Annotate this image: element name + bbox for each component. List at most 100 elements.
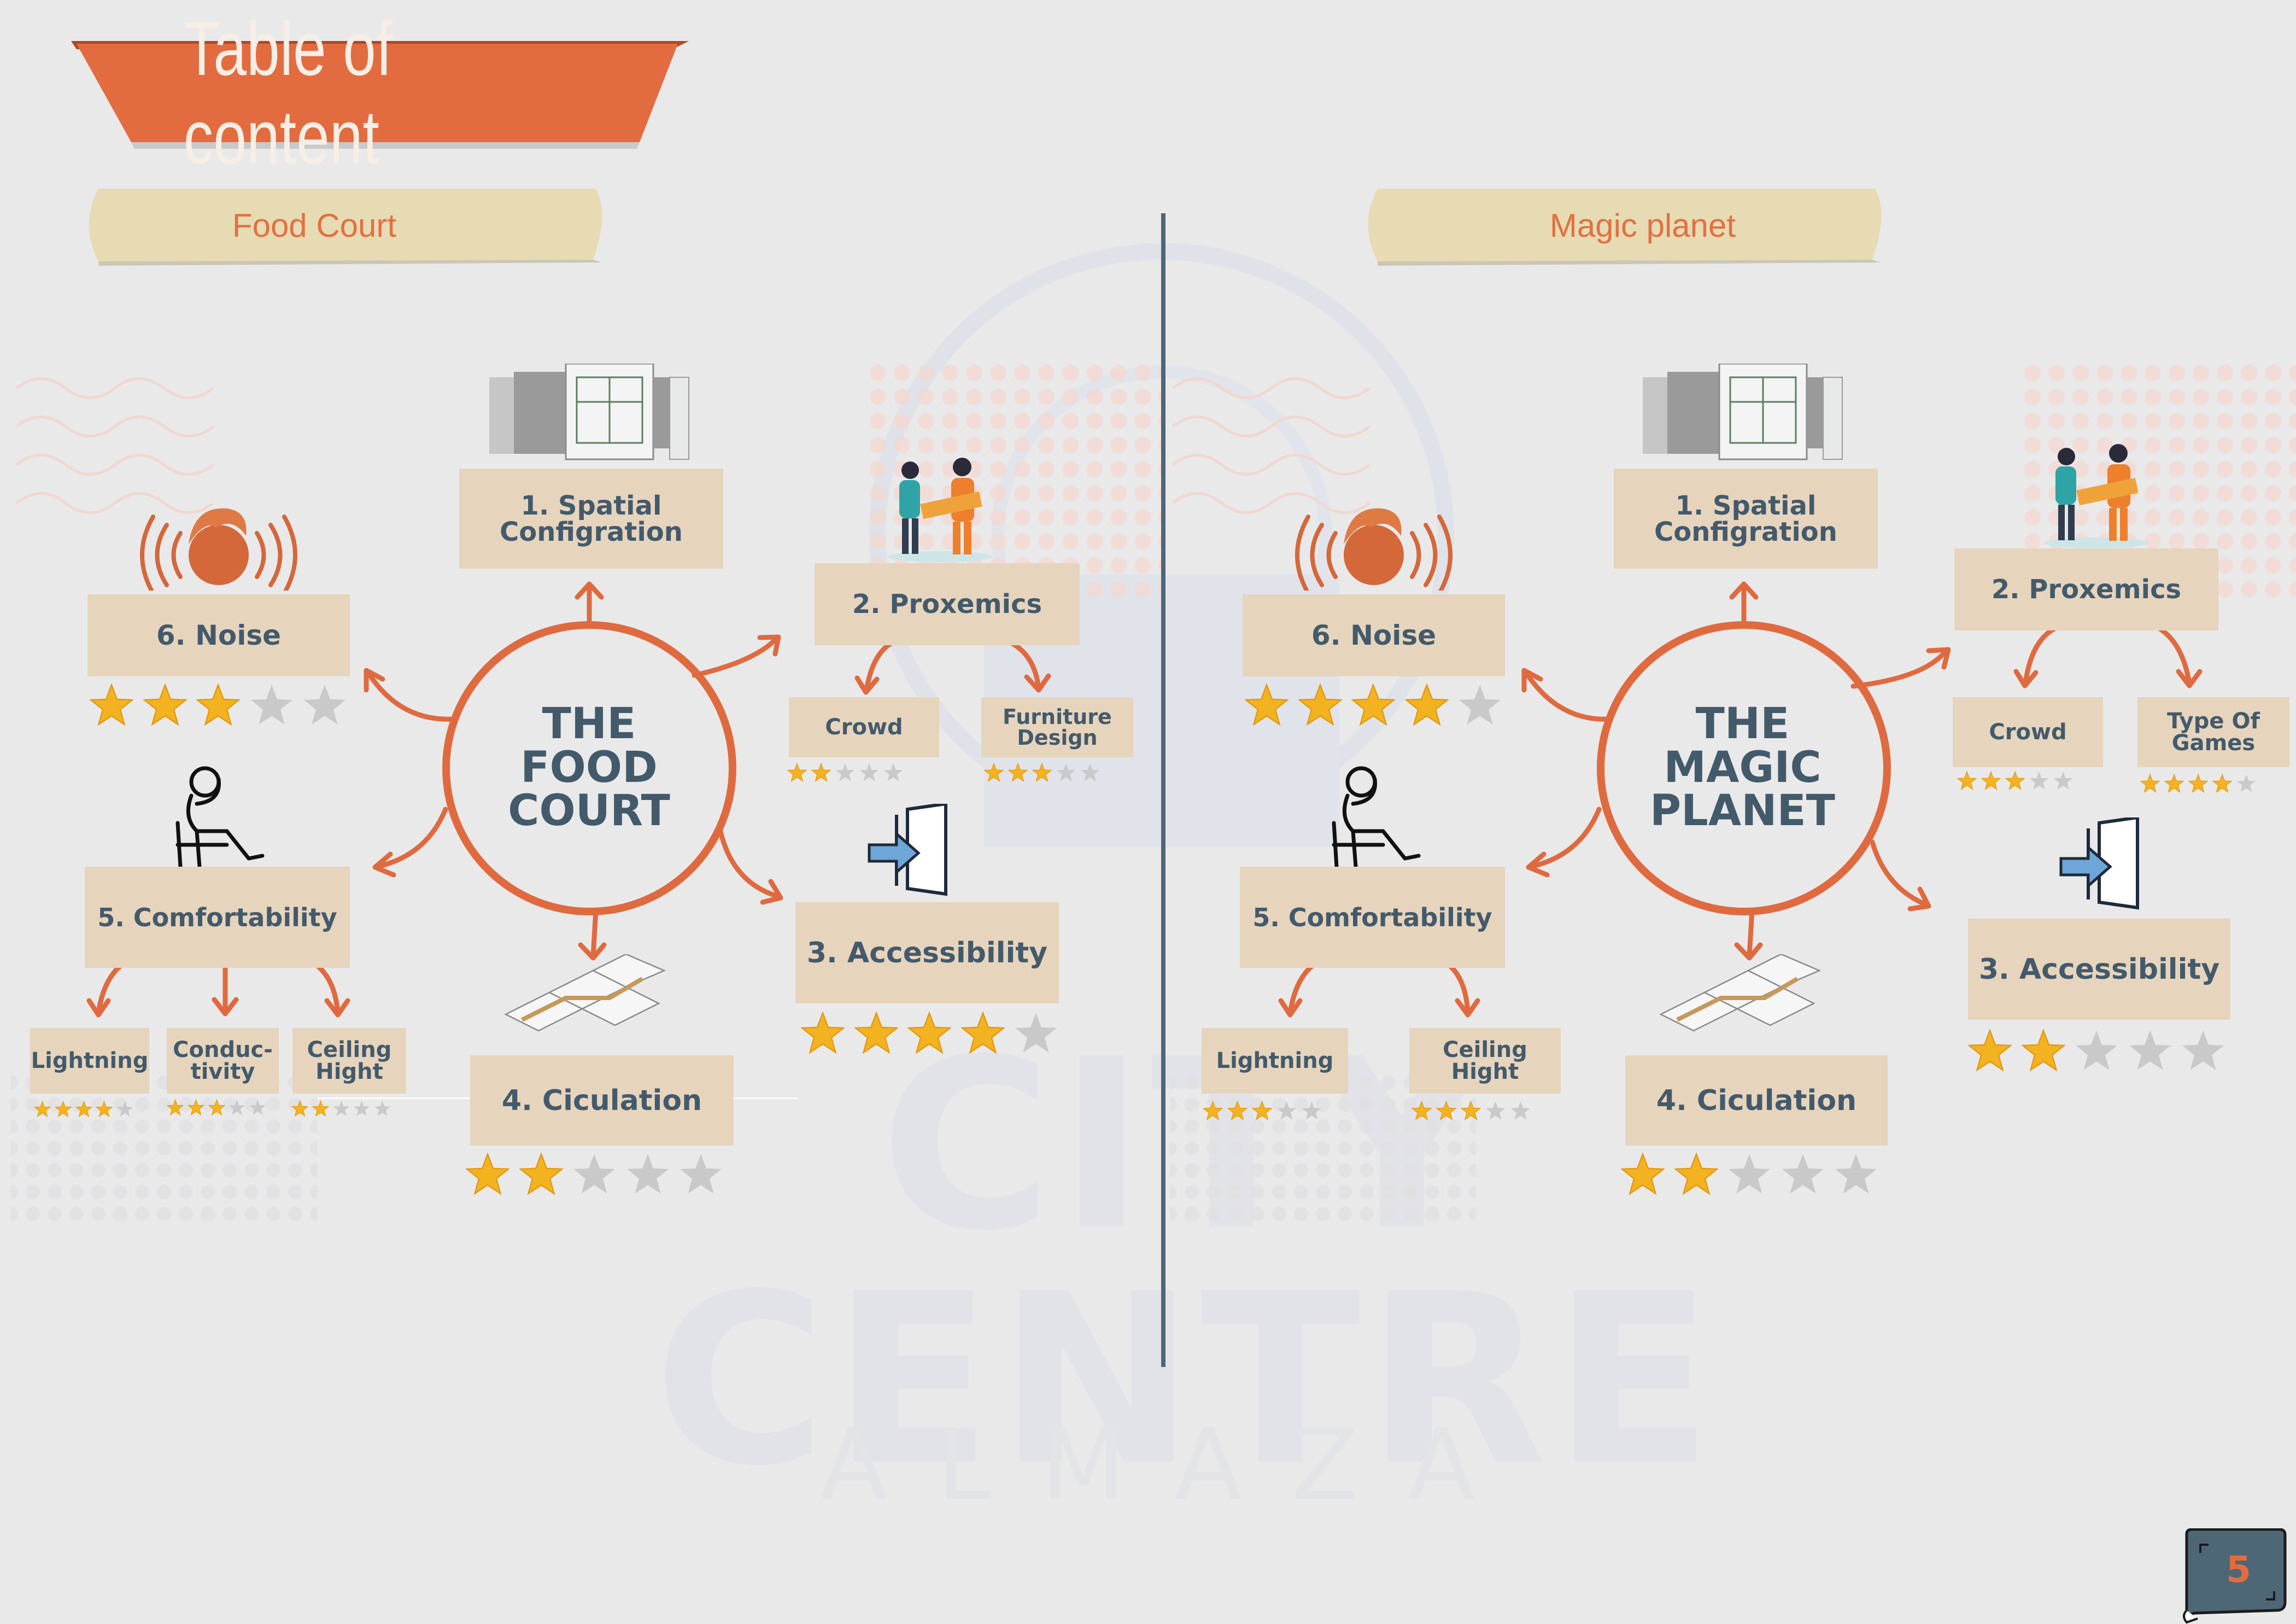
noise-rating xyxy=(90,684,356,727)
comfort-sub-conductivity: Conduc-tivity xyxy=(167,1028,279,1094)
star-empty-icon xyxy=(1459,685,1501,725)
star-filled-icon xyxy=(960,1012,1005,1054)
node-circulation: 4. Ciculation xyxy=(470,1055,734,1146)
sitting-person-icon xyxy=(1332,766,1421,869)
star-filled-icon xyxy=(907,1012,952,1054)
star-filled-icon xyxy=(1436,1101,1457,1120)
star-filled-icon xyxy=(854,1012,898,1054)
star-filled-icon xyxy=(519,1153,563,1195)
title-banner xyxy=(71,41,689,149)
star-empty-icon xyxy=(333,1100,349,1116)
star-filled-icon xyxy=(143,684,187,726)
node-accessibility: 3. Accessibility xyxy=(795,902,1059,1003)
star-empty-icon xyxy=(354,1100,370,1116)
node-proxemics: 2. Proxemics xyxy=(1954,548,2218,630)
section-label-magic-planet: Magic planet xyxy=(1549,207,1736,244)
node-comfortability: 5. Comfortability xyxy=(85,867,350,968)
star-filled-icon xyxy=(1227,1101,1248,1120)
star-empty-icon xyxy=(573,1154,616,1194)
section-label-food-court: Food Court xyxy=(232,207,397,244)
noise-head-icon xyxy=(140,508,297,591)
star-empty-icon xyxy=(1056,763,1075,781)
node-accessibility: 3. Accessibility xyxy=(1968,919,2230,1020)
star-empty-icon xyxy=(304,685,346,725)
star-empty-icon xyxy=(374,1100,391,1116)
star-empty-icon xyxy=(1302,1101,1321,1120)
panel-divider xyxy=(1161,213,1165,1367)
star-filled-icon xyxy=(1968,1029,2012,1072)
node-noise: 6. Noise xyxy=(87,594,350,676)
lightning-rating xyxy=(1203,1101,1326,1121)
star-filled-icon xyxy=(208,1099,225,1116)
star-empty-icon xyxy=(859,763,878,781)
type-of-games-rating xyxy=(2140,774,2260,793)
star-filled-icon xyxy=(2164,774,2184,793)
star-filled-icon xyxy=(787,763,807,782)
node-noise: 6. Noise xyxy=(1243,594,1505,676)
star-empty-icon xyxy=(1277,1101,1297,1120)
star-filled-icon xyxy=(1411,1101,1432,1120)
node-comfortability: 5. Comfortability xyxy=(1240,867,1505,968)
star-empty-icon xyxy=(1835,1154,1877,1194)
star-empty-icon xyxy=(250,685,292,725)
star-filled-icon xyxy=(1032,763,1052,782)
food-court-ribbon xyxy=(89,189,602,266)
star-empty-icon xyxy=(1729,1154,1771,1194)
page-number-badge xyxy=(2183,1528,2287,1624)
star-filled-icon xyxy=(2212,774,2232,793)
star-filled-icon xyxy=(1252,1101,1273,1120)
watermark-sub-text: ALMAZA xyxy=(820,1408,1525,1522)
node-circulation: 4. Ciculation xyxy=(1625,1055,1888,1146)
star-empty-icon xyxy=(2236,774,2256,792)
star-filled-icon xyxy=(466,1153,509,1195)
magic-planet-ribbon xyxy=(1368,189,1882,266)
star-filled-icon xyxy=(1461,1101,1481,1120)
ceiling-height-rating xyxy=(291,1100,395,1117)
door-enter-icon xyxy=(2059,817,2139,910)
comfort-sub-lightning: Lightning xyxy=(30,1028,149,1094)
star-filled-icon xyxy=(90,684,133,726)
people-talking-icon xyxy=(888,458,992,562)
star-filled-icon xyxy=(1351,684,1396,726)
star-empty-icon xyxy=(117,1101,133,1117)
people-talking-icon xyxy=(2045,444,2148,548)
star-empty-icon xyxy=(2076,1030,2118,1070)
star-filled-icon xyxy=(291,1100,308,1117)
page-number: 5 xyxy=(2226,1548,2251,1591)
star-filled-icon xyxy=(2140,774,2160,793)
furniture-design-rating xyxy=(984,763,1104,782)
star-filled-icon xyxy=(2021,1029,2065,1072)
star-filled-icon xyxy=(1674,1153,1718,1195)
star-empty-icon xyxy=(250,1099,266,1115)
proxemics-sub-crowd: Crowd xyxy=(789,697,939,757)
star-filled-icon xyxy=(167,1099,184,1116)
circulation-rating xyxy=(466,1153,733,1196)
star-filled-icon xyxy=(1245,684,1288,726)
star-filled-icon xyxy=(984,763,1004,782)
crowd-rating xyxy=(1957,771,2077,791)
star-empty-icon xyxy=(1486,1101,1506,1120)
star-empty-icon xyxy=(229,1099,245,1115)
star-filled-icon xyxy=(1008,763,1028,782)
star-filled-icon xyxy=(1957,771,1977,790)
star-filled-icon xyxy=(2005,771,2025,790)
sitting-person-icon xyxy=(175,766,265,869)
food-court-connectors xyxy=(86,581,1051,1018)
star-filled-icon xyxy=(34,1101,51,1118)
crowd-rating xyxy=(787,763,907,782)
star-filled-icon xyxy=(75,1101,92,1118)
node-proxemics: 2. Proxemics xyxy=(815,563,1080,645)
conductivity-rating xyxy=(167,1099,270,1116)
star-filled-icon xyxy=(1981,771,2001,790)
lightning-rating xyxy=(34,1101,137,1118)
circulation-rating xyxy=(1621,1153,1888,1196)
accessibility-rating xyxy=(1968,1029,2235,1073)
